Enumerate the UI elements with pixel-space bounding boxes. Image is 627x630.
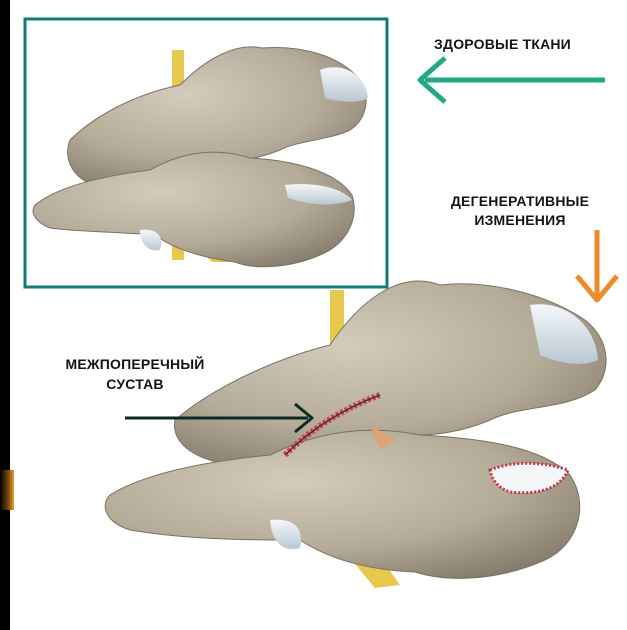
degenerative-label-line1: ДЕГЕНЕРАТИВНЫЕ [415, 193, 625, 210]
main-lower-vertebra [105, 430, 580, 578]
degenerative-label-line2: ИЗМЕНЕНИЯ [415, 212, 625, 229]
joint-label-line2: СУСТАВ [20, 376, 250, 393]
main-upper-disc [530, 304, 598, 364]
healthy-vertebrae-inset [25, 19, 387, 287]
healthy-arrow [420, 58, 605, 102]
degenerative-vertebrae [105, 281, 606, 588]
joint-label-line1: МЕЖПОПЕРЕЧНЫЙ [20, 356, 250, 373]
degenerative-arrow [577, 230, 617, 300]
healthy-tissue-label: ЗДОРОВЫЕ ТКАНИ [400, 36, 605, 53]
